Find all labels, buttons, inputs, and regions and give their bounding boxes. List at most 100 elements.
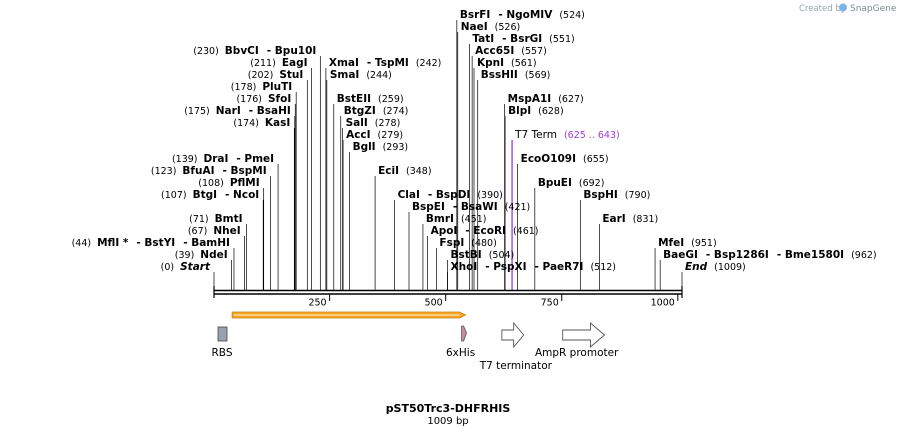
site-label-nhei: (67) NheI [188,225,241,237]
site-position: (67) [188,226,208,237]
snapgene-logo-icon [839,3,847,12]
site-label-sali: SalI(278) [346,117,401,129]
site-label-bsteii: BstEII(259) [337,93,404,105]
site-label-kasi: (174) KasI [233,117,290,129]
site-leader-lines [213,20,683,290]
site-name: - BspDI [428,189,470,201]
site-name: BfuAI [182,165,214,177]
site-label-mspa1i: MspA1I(627) [508,93,584,105]
site-position: (790) [625,190,651,201]
site-position: (561) [511,58,537,69]
site-position: (44) [72,238,92,249]
site-position: (480) [471,238,497,249]
site-name: - EcoRI [465,225,506,237]
site-name: DraI [203,153,228,165]
sequence-backbone [213,286,683,298]
site-position: (951) [691,238,717,249]
site-label-apoi: ApoI - EcoRI (461) [431,225,539,237]
rbs-label: RBS [212,347,233,359]
site-label-pflmi: (108)PflMI [198,177,259,189]
site-label-t7-term: T7 Term(625 .. 643) [514,129,620,141]
site-name: - Bpu10I [267,45,317,57]
site-position: (627) [558,94,584,105]
site-name: NaeI [461,21,488,33]
site-name: - TspMI [367,57,409,69]
site-name: BbvCI [225,45,259,57]
site-label-xhoi: XhoI- PspXI- PaeR7I(512) [451,261,616,273]
scale-tick-label-1000: 1000 [651,298,675,309]
site-position: (348) [406,166,432,177]
site-position: (526) [495,22,521,33]
site-position: (504) [489,250,515,261]
site-name: BspHI [583,189,617,201]
site-position: (569) [525,70,551,81]
site-position: (0) [161,262,174,273]
site-name: ClaI [398,189,420,201]
site-position: (230) [193,46,219,57]
site-position: (962) [851,250,877,261]
site-label-bbvci: (230) BbvCI - Bpu10I [193,45,316,57]
site-name: NdeI [200,249,227,261]
site-name: KasI [265,117,290,129]
site-position: (176) [236,94,262,105]
site-position: (390) [477,190,503,201]
site-position: (178) [231,82,257,93]
site-label-naei: NaeI (526) [461,21,520,33]
site-name: NarI [216,105,241,117]
site-name: - PaeR7I [535,261,584,273]
site-name: BspEI [412,201,445,213]
site-label-mfli: (44)MflI *- BstYI- BamHI [72,237,230,249]
site-position: (524) [559,10,585,21]
site-position: (461) [513,226,539,237]
site-position: (557) [521,46,547,57]
site-label-ndei: (39)NdeI [175,249,228,261]
ampr-promoter-arrow [562,322,606,348]
site-name: - BspMI [223,165,267,177]
site-name: SalI [346,117,368,129]
site-name: - BsaHI [249,105,291,117]
site-name: NheI [213,225,240,237]
site-name: EagI [282,57,308,69]
site-position: (692) [579,178,605,189]
site-position: (108) [198,178,224,189]
site-name: XmaI [329,57,359,69]
site-position: (293) [383,142,409,153]
site-name: StuI [279,69,303,81]
site-position: (628) [538,106,564,117]
site-name: EarI [602,213,625,225]
site-name: ApoI [431,225,458,237]
site-label-smai: SmaI(244) [330,69,392,81]
site-label-eari: EarI(831) [602,213,658,225]
site-label-acc65i: Acc65I(557) [475,45,547,57]
his-tag-box [461,325,468,342]
site-position: (174) [233,118,259,129]
site-name: - BstYI [136,237,175,249]
site-label-start: (0)Start [161,261,211,273]
plasmid-length: 1009 bp [427,416,468,427]
site-position: (1009) [714,262,746,273]
6xhis-label: 6xHis [446,347,475,359]
site-label-blpi: BlpI(628) [508,105,564,117]
site-label-kpni: KpnI(561) [477,57,537,69]
site-label-stui: (202)StuI [248,69,304,81]
site-label-btgzi: BtgZI (274) [344,105,409,117]
site-position: (175) [184,106,210,117]
site-name: - NcoI [225,189,259,201]
site-name: MfeI [658,237,684,249]
site-label-btgi: (107) BtgI - NcoI [161,189,259,201]
site-name: BtgI [193,189,217,201]
site-position: (107) [161,190,187,201]
site-name: BtgZI [344,105,376,117]
site-label-end: End(1009) [685,261,746,273]
plasmid-name: pST50Trc3-DHFRHIS [386,402,511,415]
site-name: XhoI [451,261,478,273]
site-label-bsrfi: BsrFI- NgoMIV(524) [460,9,585,21]
site-label-bspei: BspEI- BsaWI(421) [412,201,530,213]
site-position: (139) [172,154,198,165]
site-position: (274) [383,106,409,117]
site-label-clai: ClaI - BspDI (390) [398,189,503,201]
site-name: BstBI [451,249,482,261]
site-name: AccI [346,129,370,141]
site-label-acci: AccI(279) [346,129,403,141]
